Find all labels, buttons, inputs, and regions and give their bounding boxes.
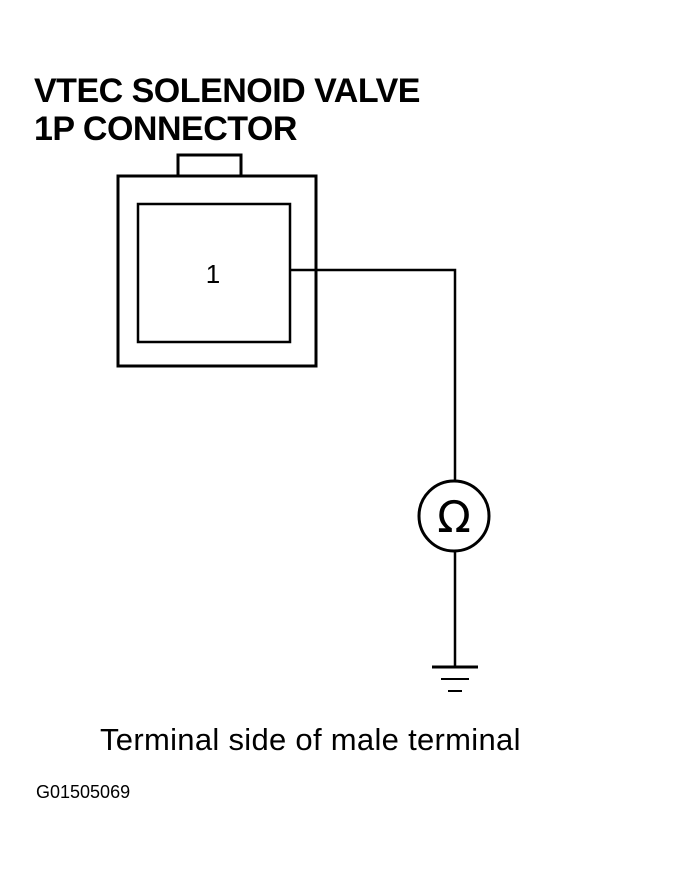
title-line-1: VTEC SOLENOID VALVE	[34, 72, 420, 110]
connector-latch-tab	[176, 153, 243, 179]
figure-id: G01505069	[36, 782, 131, 802]
connector-terminal-face	[136, 202, 292, 344]
diagram-caption: Terminal side of male terminal	[100, 722, 521, 757]
ground-icon	[432, 665, 478, 692]
terminal-number-label: 1	[206, 259, 220, 289]
title-line-2: 1P CONNECTOR	[34, 110, 297, 148]
ohm-symbol: Ω	[437, 492, 471, 543]
probe-wire-upper	[290, 268, 457, 482]
diagram-title: VTEC SOLENOID VALVE 1P CONNECTOR	[34, 72, 420, 148]
ohmmeter-icon: Ω	[417, 479, 491, 553]
